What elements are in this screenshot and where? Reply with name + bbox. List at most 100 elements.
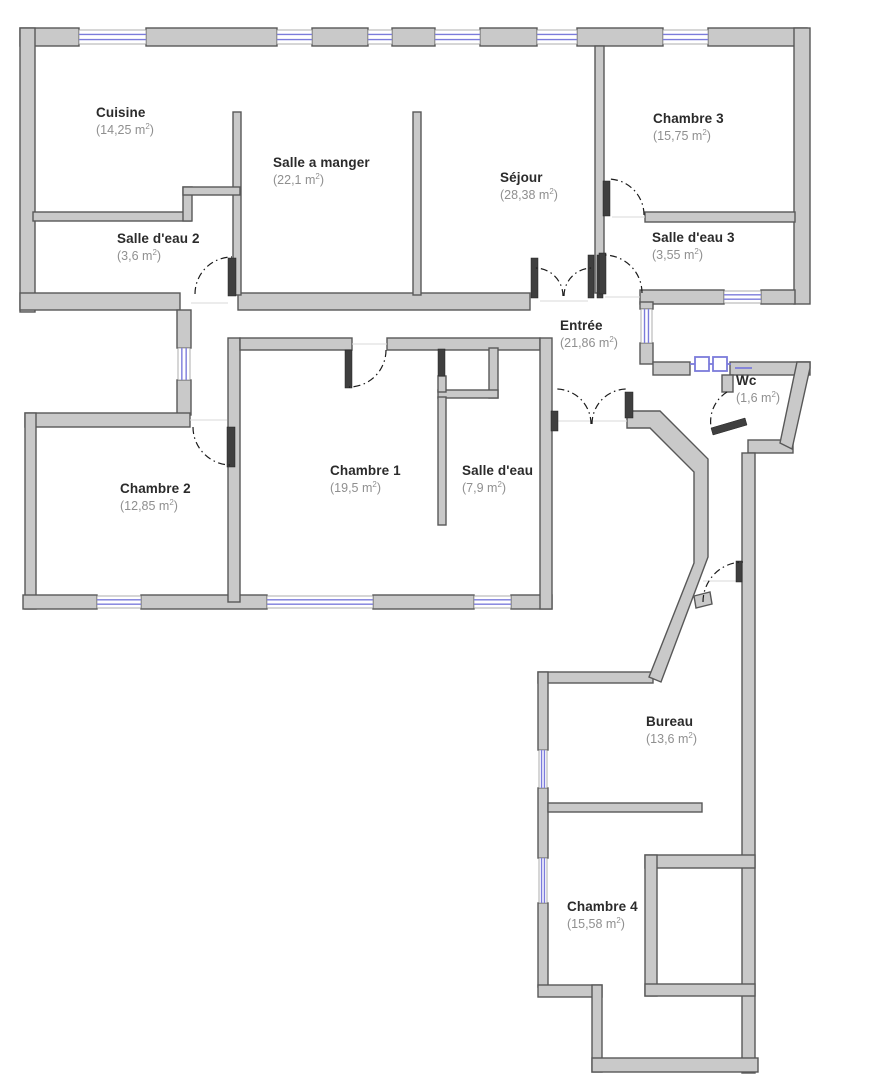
window (640, 308, 653, 344)
wall (176, 309, 192, 349)
wall (793, 27, 811, 305)
door-leaf (226, 426, 236, 468)
window (276, 29, 313, 45)
window (473, 595, 512, 609)
door-swing-arc (702, 561, 744, 603)
door-swing-arc (534, 267, 564, 297)
room-area: (14,25 m2) (96, 122, 154, 138)
window (434, 29, 481, 45)
wall (140, 594, 268, 610)
wall (760, 289, 796, 305)
wall (547, 802, 703, 813)
window (662, 29, 709, 45)
door-leaf (530, 257, 539, 299)
room-area: (12,85 m2) (120, 498, 178, 514)
door-leaf (624, 391, 634, 419)
room-name: Chambre 3 (653, 111, 724, 126)
door-leaf (710, 417, 748, 436)
room-label-sejour: Séjour(28,38 m2) (500, 170, 558, 202)
vent-window-icon (712, 356, 728, 372)
wall (639, 301, 654, 310)
wall (537, 787, 549, 859)
window (538, 857, 548, 904)
wall (644, 983, 756, 997)
wall (176, 379, 192, 416)
wall (779, 361, 811, 451)
door-swing-arc (563, 267, 593, 297)
wall (639, 342, 654, 365)
room-name: Entrée (560, 318, 603, 333)
room-name: Chambre 1 (330, 463, 401, 478)
wall (437, 375, 447, 393)
room-label-bureau: Bureau(13,6 m2) (646, 714, 698, 747)
door-swing-arc (591, 388, 628, 425)
room-area: (22,1 m2) (273, 172, 325, 188)
wall (626, 410, 709, 683)
room-name: Chambre 2 (120, 481, 191, 496)
wall (182, 186, 241, 196)
room-label-salle-eau: Salle d'eau (7,9 m2) (462, 463, 534, 496)
room-area: (19,5 m2) (330, 480, 382, 496)
room-area: (1,6 m2) (736, 390, 781, 406)
wall (537, 902, 549, 988)
wall (237, 292, 531, 311)
room-name: Salle a manger (273, 155, 370, 170)
door-swing-arc (603, 254, 643, 294)
wall (537, 671, 654, 684)
room-name: Salle d'eau (462, 463, 534, 478)
door-swing-arc (348, 349, 387, 388)
door-swing-arc (192, 426, 232, 466)
window (177, 347, 191, 381)
room-label-entree: Entrée (21,86 m2) (560, 318, 618, 351)
wall (32, 211, 192, 222)
wall (19, 292, 181, 311)
door-leaf (602, 180, 611, 217)
wall (22, 594, 98, 610)
door-leaf (437, 348, 446, 377)
wall (644, 211, 796, 223)
door-leaf (598, 252, 607, 295)
door-leaf (735, 560, 743, 583)
wall (239, 337, 353, 351)
wall (721, 374, 734, 393)
wall (539, 337, 553, 610)
wall (24, 412, 37, 610)
room-area: (21,86 m2) (560, 335, 618, 351)
wall (437, 396, 447, 526)
room-area: (15,75 m2) (653, 128, 711, 144)
room-area: (3,55 m2) (652, 247, 704, 263)
wall (19, 27, 36, 313)
room-label-chambre-1: Chambre 1 (19,5 m2) (330, 463, 401, 496)
room-name: Salle d'eau 3 (652, 230, 735, 245)
door-swing-arc (194, 256, 233, 295)
door-leaf (587, 254, 595, 299)
wall (311, 27, 369, 47)
room-area: (13,6 m2) (646, 731, 698, 747)
wall (644, 854, 658, 997)
room-name: Cuisine (96, 105, 146, 120)
room-label-salle-eau-2: Salle d'eau 2 (3,6 m2) (117, 231, 200, 264)
wall (372, 594, 475, 610)
room-area: (7,9 m2) (462, 480, 507, 496)
room-label-salle-eau-3: Salle d'eau 3 (3,55 m2) (652, 230, 735, 263)
wall (741, 452, 756, 1074)
wall (227, 337, 241, 603)
door-leaf (227, 257, 237, 297)
window (538, 749, 548, 789)
room-name: Salle d'eau 2 (117, 231, 200, 246)
room-label-chambre-3: Chambre 3 (15,75 m2) (653, 111, 724, 144)
wall (707, 27, 808, 47)
wall (652, 361, 691, 376)
door-swing-arc (607, 178, 645, 216)
room-area: (3,6 m2) (117, 248, 162, 264)
door-leaf (550, 410, 559, 432)
room-label-cuisine: Cuisine (14,25 m2) (96, 105, 154, 138)
room-label-chambre-4: Chambre 4(15,58 m2) (567, 899, 638, 931)
wall (386, 337, 541, 351)
window (723, 290, 762, 304)
door-leaf (344, 349, 353, 389)
window (96, 595, 142, 609)
door-swing-arc (710, 391, 728, 428)
